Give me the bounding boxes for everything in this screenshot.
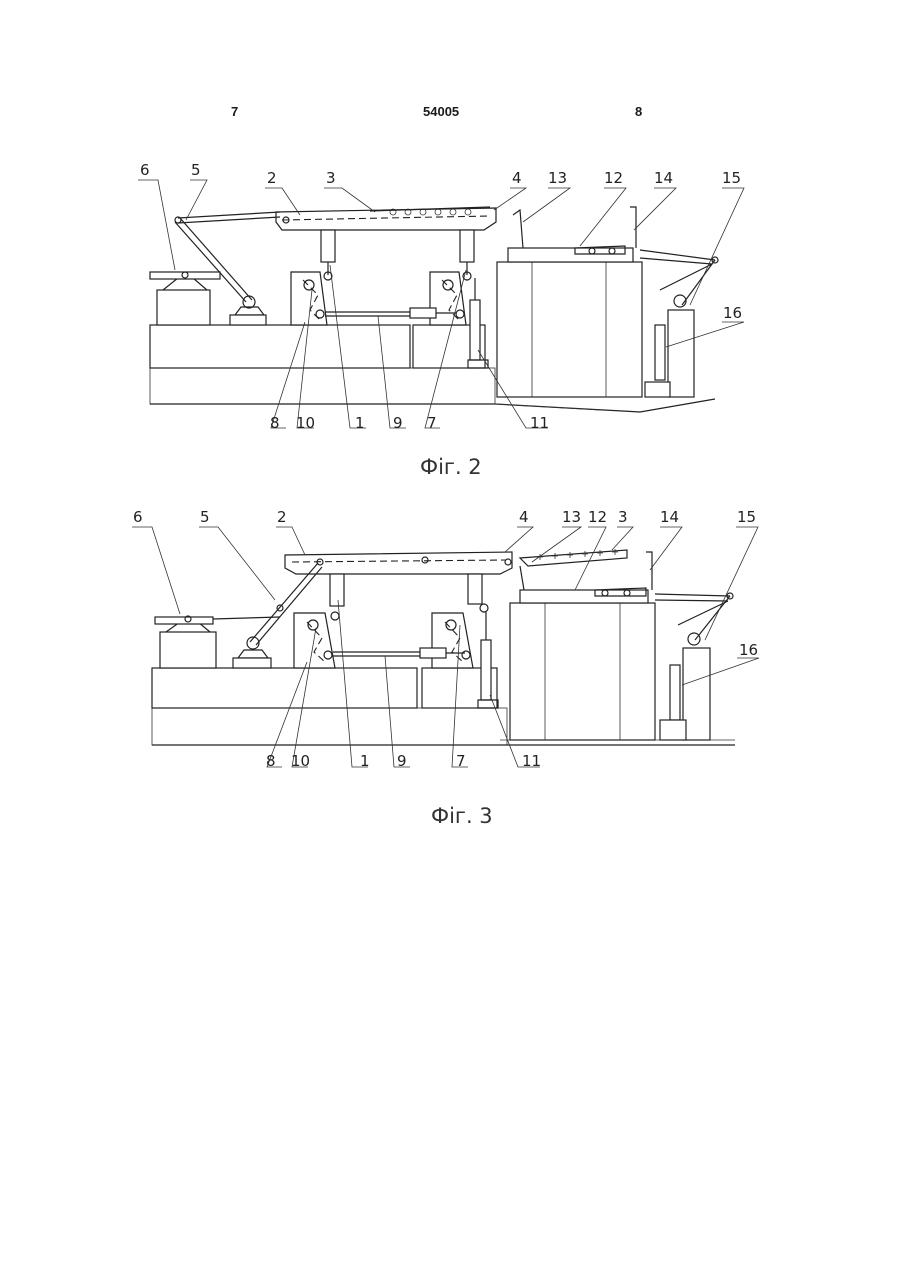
figure-2-caption: Фіг. 2: [420, 455, 482, 479]
knuckle-mechanism-8: [291, 272, 332, 325]
label-1: 1: [355, 414, 365, 432]
label-11: 11: [522, 752, 541, 770]
label-14: 14: [654, 169, 673, 187]
column-1: [321, 230, 474, 275]
label-2: 2: [267, 169, 277, 187]
label-6: 6: [133, 508, 143, 526]
label-8: 8: [266, 752, 276, 770]
label-13: 13: [562, 508, 581, 526]
tie-rod-9: [325, 308, 456, 318]
figure-3-caption: Фіг. 3: [431, 804, 493, 828]
knuckle-mechanism-8: [294, 612, 339, 668]
lever-unit-6: [150, 272, 220, 325]
label-12: 12: [588, 508, 607, 526]
label-3: 3: [326, 169, 336, 187]
label-16: 16: [723, 304, 742, 322]
figure-3-drawing: 6 5 2 4 13 12 3 14 15 16 8 10 1 9 7 11: [0, 500, 901, 840]
label-7: 7: [427, 414, 437, 432]
patent-number: 54005: [423, 104, 459, 119]
label-3: 3: [618, 508, 628, 526]
upper-frame-2: [276, 207, 496, 230]
label-1: 1: [360, 752, 370, 770]
label-11: 11: [530, 414, 549, 432]
label-6: 6: [140, 161, 150, 179]
label-13: 13: [548, 169, 567, 187]
label-5: 5: [200, 508, 210, 526]
label-14: 14: [660, 508, 679, 526]
label-10: 10: [291, 752, 310, 770]
cylinder-unit-16: [645, 257, 718, 397]
page-number-right: 8: [635, 104, 642, 119]
cylinder-unit-16: [660, 593, 733, 740]
label-7: 7: [456, 752, 466, 770]
figure-2-drawing: 6 5 2 3 4 13 12 14 15 16 8 10 1 9 7 11: [0, 150, 901, 490]
label-8: 8: [270, 414, 280, 432]
tie-rod-9: [333, 648, 465, 658]
label-15: 15: [722, 169, 741, 187]
page-number-left: 7: [231, 104, 238, 119]
label-9: 9: [393, 414, 403, 432]
label-4: 4: [512, 169, 522, 187]
label-2: 2: [277, 508, 287, 526]
label-12: 12: [604, 169, 623, 187]
label-16: 16: [739, 641, 758, 659]
label-4: 4: [519, 508, 529, 526]
column-1: [330, 574, 482, 606]
base-platform-left: [152, 668, 417, 708]
label-10: 10: [296, 414, 315, 432]
label-5: 5: [191, 161, 201, 179]
base-platform-left: [150, 325, 410, 368]
label-9: 9: [397, 752, 407, 770]
label-15: 15: [737, 508, 756, 526]
